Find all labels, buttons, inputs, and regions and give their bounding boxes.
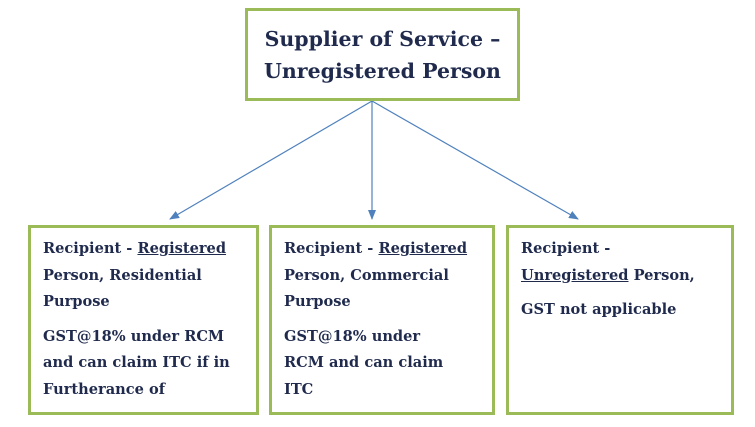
recipient-header-line2: Person, Residential: [43, 266, 202, 284]
recipient-prefix: Recipient -: [284, 240, 379, 257]
recipient-header-line3: Purpose: [43, 293, 110, 310]
gst-text-line3: Furtherance of: [43, 380, 166, 398]
gst-text-line1: GST@18% under: [284, 327, 421, 345]
gst-text-line2: RCM and can claim: [284, 354, 444, 371]
gst-text-line3: ITC: [284, 380, 314, 398]
gst-text-line1: GST@18% under RCM: [43, 327, 225, 345]
recipient-header-line2: Person, Commercial: [284, 266, 449, 284]
arrow-to-residential: [169, 100, 373, 220]
person-suffix: Person,: [628, 266, 695, 284]
unregistered-underlined: Unregistered: [521, 266, 629, 284]
recipient-header-line2: Unregistered Person,: [521, 263, 723, 290]
recipient-registered-residential-box: Recipient - Registered Person, Residenti…: [28, 225, 259, 415]
recipient-unregistered-box: Recipient - Unregistered Person, GST not…: [506, 225, 734, 415]
recipient-registered-commercial-box: Recipient - Registered Person, Commercia…: [269, 225, 495, 415]
recipient-header-line1: Recipient - Registered: [284, 236, 484, 263]
recipient-header-line3: Purpose: [284, 293, 351, 310]
recipient-prefix: Recipient -: [43, 240, 138, 257]
gst-not-applicable-text: GST not applicable: [521, 301, 677, 318]
gst-text-line2: and can claim ITC if in: [43, 354, 230, 371]
recipient-header-line1: Recipient - Registered: [43, 236, 248, 263]
registered-underlined: Registered: [137, 240, 227, 257]
supplier-box: Supplier of Service – Unregistered Perso…: [245, 8, 520, 101]
recipient-header-line1: Recipient -: [521, 240, 611, 257]
supplier-title-line2: Unregistered Person: [264, 58, 501, 83]
registered-underlined: Registered: [378, 240, 468, 257]
supplier-title-line1: Supplier of Service –: [264, 26, 501, 51]
arrow-to-unregistered: [371, 100, 579, 220]
